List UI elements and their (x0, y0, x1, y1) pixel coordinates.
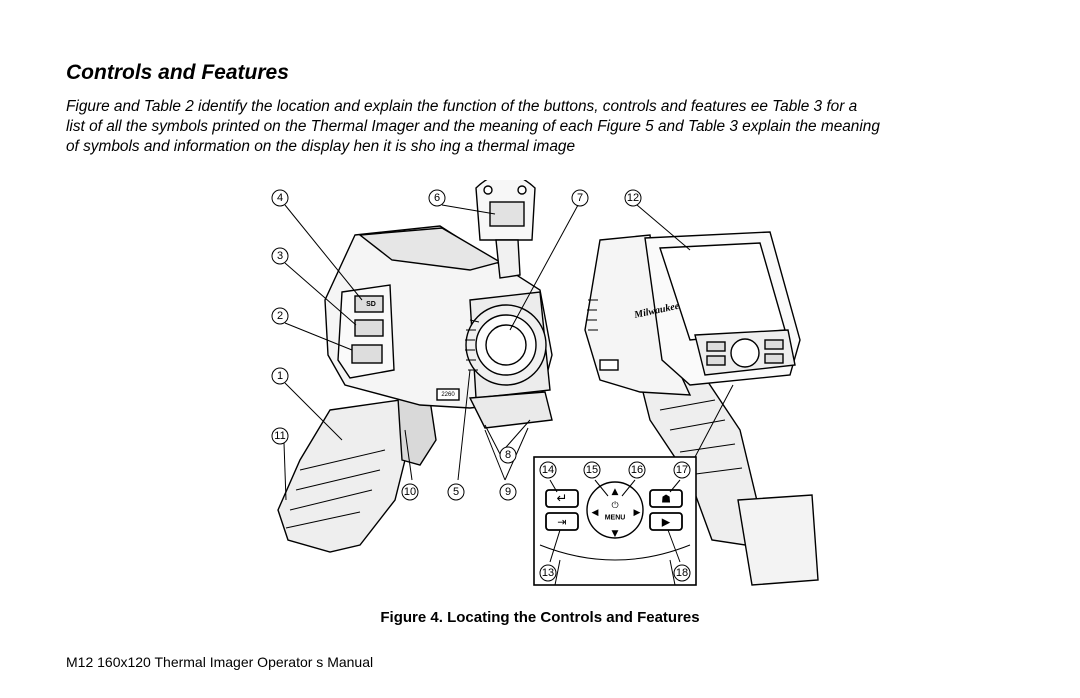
svg-text:4: 4 (277, 192, 283, 204)
right-arrow-icon: ▶ (634, 508, 641, 518)
callout-18: 18 (673, 564, 691, 582)
callout-17: 17 (673, 461, 691, 479)
page-title: Controls and Features (66, 61, 289, 84)
intro-line: of symbols and information on the displa… (66, 138, 576, 155)
leader-lines (283, 204, 691, 563)
svg-text:11: 11 (274, 430, 285, 442)
callout-6: 6 (428, 189, 446, 207)
svg-text:18: 18 (676, 567, 688, 579)
callout-15: 15 (583, 461, 601, 479)
left-arrow-icon: ◀ (592, 508, 599, 518)
intro-line: list of all the symbols printed on the T… (66, 118, 880, 135)
callout-13: 13 (539, 564, 557, 582)
keypad-detail-inset: ↵ ⇥ ▲ ▼ ◀ ▶ ⏻ MENU ☗ ▶ (533, 384, 734, 586)
playback-button[interactable] (649, 512, 683, 531)
menu-label: MENU (605, 515, 626, 522)
down-arrow-icon: ▼ (612, 529, 619, 539)
svg-text:8: 8 (505, 449, 511, 461)
right-device-illustration: Milwaukee (584, 231, 819, 586)
svg-text:15: 15 (586, 464, 598, 476)
svg-text:16: 16 (631, 464, 643, 476)
callout-9: 9 (499, 483, 517, 501)
callout-5: 5 (447, 483, 465, 501)
svg-text:3: 3 (277, 250, 283, 262)
page-footer: M12 160x120 Thermal Imager Operator s Ma… (66, 654, 374, 670)
figure-caption: Figure 4. Locating the Controls and Feat… (380, 609, 700, 626)
svg-text:7: 7 (577, 192, 583, 204)
intro-paragraph: Figure and Table 2 identify the location… (66, 97, 1056, 157)
left-device-illustration: SD 2260 (277, 180, 553, 553)
svg-text:6: 6 (434, 192, 440, 204)
light-icon: ☗ (661, 493, 671, 506)
intro-line: Figure and Table 2 identify the location… (66, 98, 858, 115)
svg-text:2: 2 (277, 310, 283, 322)
callout-8: 8 (499, 446, 517, 464)
enter-button[interactable] (545, 489, 579, 508)
callout-12: 12 (624, 189, 642, 207)
play-icon: ▶ (662, 516, 671, 529)
power-icon: ⏻ (611, 500, 618, 511)
callout-16: 16 (628, 461, 646, 479)
callout-14: 14 (539, 461, 557, 479)
up-arrow-icon: ▲ (612, 487, 619, 497)
menu-dpad[interactable] (586, 481, 644, 539)
svg-text:10: 10 (404, 486, 416, 498)
source-button[interactable] (545, 512, 579, 531)
model-plate-label: 2260 (441, 392, 455, 398)
callout-4: 4 (271, 189, 289, 207)
source-icon: ⇥ (557, 516, 566, 529)
svg-text:9: 9 (505, 486, 511, 498)
thermal-imager-figure: SD 2260 (271, 180, 819, 586)
svg-text:12: 12 (627, 192, 639, 204)
callout-11: 11 (271, 427, 289, 445)
callout-1: 1 (271, 367, 289, 385)
callout-7: 7 (571, 189, 589, 207)
callout-3: 3 (271, 247, 289, 265)
enter-icon: ↵ (557, 492, 568, 507)
svg-text:1: 1 (277, 370, 283, 382)
callout-10: 10 (401, 483, 419, 501)
svg-text:5: 5 (453, 486, 459, 498)
sd-slot-label: SD (366, 301, 376, 308)
callout-2: 2 (271, 307, 289, 325)
light-button[interactable] (649, 489, 683, 508)
svg-text:13: 13 (542, 567, 554, 579)
svg-text:14: 14 (542, 464, 554, 476)
svg-text:17: 17 (676, 464, 688, 476)
